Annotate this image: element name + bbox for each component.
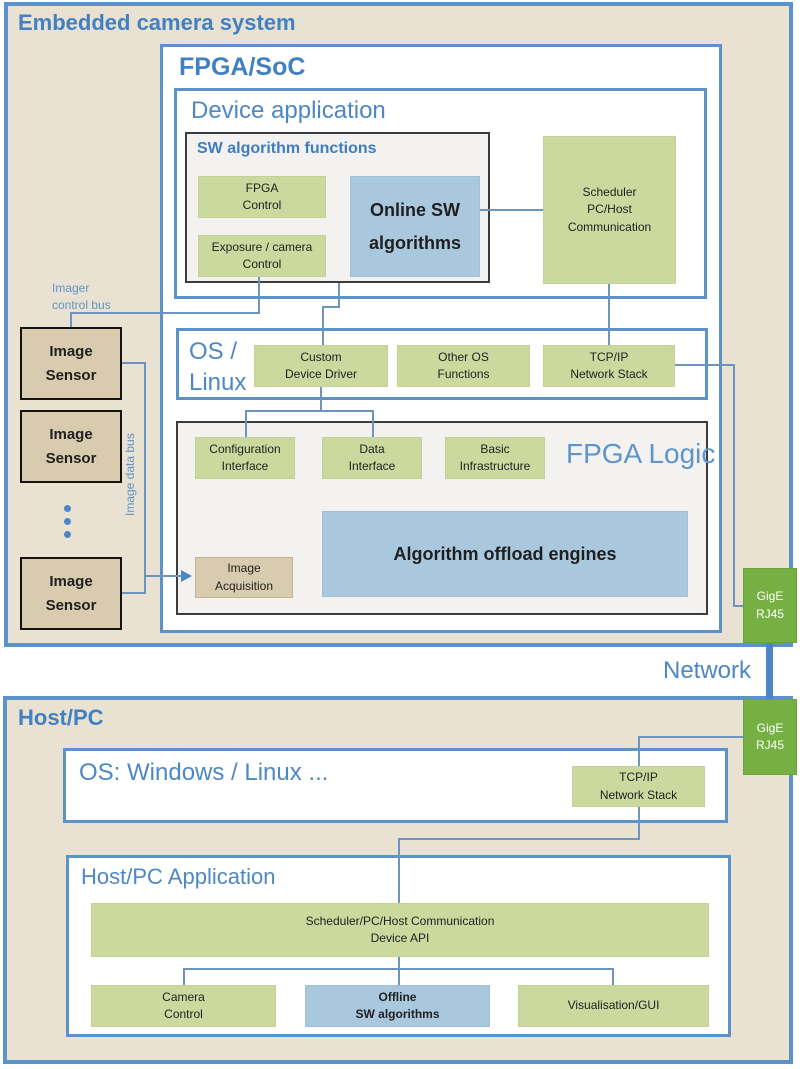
image-data-bus-label: Image data bus bbox=[123, 433, 137, 517]
data-interface-box: Data Interface bbox=[322, 437, 422, 479]
host-tcpip-network-stack-box: TCP/IP Network Stack bbox=[572, 766, 705, 807]
connector-api-branch-h bbox=[183, 968, 614, 970]
connector-hosttcpip-to-api-h bbox=[398, 838, 640, 840]
exposure-camera-control-box: Exposure / camera Control bbox=[198, 235, 326, 277]
connector-driver-branch-h bbox=[245, 410, 374, 412]
ellipsis-dot-3 bbox=[64, 531, 71, 538]
configuration-interface-box: Configuration Interface bbox=[195, 437, 295, 479]
host-os-title: OS: Windows / Linux ... bbox=[79, 759, 329, 786]
ellipsis-dot-2 bbox=[64, 518, 71, 525]
scheduler-device-api-box: Scheduler/PC/Host Communication Device A… bbox=[91, 903, 709, 957]
databus-to-acquisition bbox=[144, 575, 182, 577]
databus-stub-sensor3 bbox=[122, 592, 146, 594]
databus-vertical bbox=[144, 362, 146, 594]
online-sw-algorithms-box: Online SW algorithms bbox=[350, 176, 480, 277]
network-cable bbox=[766, 640, 773, 704]
host-application-title: Host/PC Application bbox=[81, 864, 276, 889]
connector-hosttcpip-to-api-v2 bbox=[398, 838, 400, 903]
connector-sw-to-driver-h bbox=[322, 306, 340, 308]
image-acquisition-box: Image Acquisition bbox=[195, 557, 293, 598]
network-label: Network bbox=[663, 657, 752, 684]
connector-tcpip-to-gige-v bbox=[733, 364, 735, 607]
device-application-title: Device application bbox=[191, 97, 386, 124]
basic-infrastructure-box: Basic Infrastructure bbox=[445, 437, 545, 479]
sw-algorithm-functions-title: SW algorithm functions bbox=[197, 140, 377, 157]
connector-gige-to-hosttcpip-h bbox=[638, 736, 743, 738]
camera-control-box: Camera Control bbox=[91, 985, 276, 1027]
other-os-functions-box: Other OS Functions bbox=[397, 345, 530, 387]
databus-stub-sensor1 bbox=[122, 362, 146, 364]
connector-sw-to-driver-v2 bbox=[322, 306, 324, 346]
embedded-camera-system-title: Embedded camera system bbox=[18, 10, 296, 35]
databus-arrowhead-icon bbox=[181, 570, 192, 582]
connector-branch-to-camera bbox=[183, 968, 185, 985]
connector-branch-to-config bbox=[245, 410, 247, 437]
gige-rj45-embedded-box: GigE RJ45 bbox=[743, 568, 797, 643]
fpga-soc-title: FPGA/SoC bbox=[179, 53, 306, 81]
image-sensor-1-box: Image Sensor bbox=[20, 327, 122, 400]
os-linux-title: OS / Linux bbox=[189, 338, 247, 396]
ellipsis-dot-1 bbox=[64, 505, 71, 512]
connector-exposure-to-sensors-h bbox=[70, 312, 260, 314]
image-sensor-3-box: Image Sensor bbox=[20, 557, 122, 630]
connector-hosttcpip-to-api-v1 bbox=[638, 807, 640, 840]
offline-sw-algorithms-box: Offline SW algorithms bbox=[305, 985, 490, 1027]
connector-api-to-offline bbox=[398, 957, 400, 985]
host-pc-title: Host/PC bbox=[18, 705, 104, 730]
custom-device-driver-box: Custom Device Driver bbox=[254, 345, 388, 387]
connector-sw-to-driver-v1 bbox=[338, 283, 340, 308]
connector-driver-branch-v bbox=[320, 387, 322, 412]
gige-rj45-host-box: GigE RJ45 bbox=[743, 699, 797, 775]
fpga-logic-title: FPGA Logic bbox=[566, 438, 716, 469]
connector-branch-to-visualisation bbox=[612, 968, 614, 985]
image-sensor-2-box: Image Sensor bbox=[20, 410, 122, 483]
fpga-control-box: FPGA Control bbox=[198, 176, 326, 218]
connector-branch-to-data bbox=[372, 410, 374, 437]
connector-scheduler-to-tcpip bbox=[608, 284, 610, 345]
connector-exposure-to-sensors-v1 bbox=[258, 277, 260, 314]
connector-tcpip-to-gige-h1 bbox=[675, 364, 735, 366]
tcpip-network-stack-box: TCP/IP Network Stack bbox=[543, 345, 675, 387]
imager-control-bus-label: Imager control bus bbox=[52, 281, 111, 312]
connector-online-to-scheduler bbox=[480, 209, 543, 211]
connector-exposure-to-sensors-v2 bbox=[70, 312, 72, 328]
visualisation-gui-box: Visualisation/GUI bbox=[518, 985, 709, 1027]
connector-gige-to-hosttcpip-v bbox=[638, 736, 640, 766]
scheduler-pc-host-box: Scheduler PC/Host Communication bbox=[543, 136, 676, 284]
algorithm-offload-engines-box: Algorithm offload engines bbox=[322, 511, 688, 597]
connector-tcpip-to-gige-h2 bbox=[733, 605, 743, 607]
